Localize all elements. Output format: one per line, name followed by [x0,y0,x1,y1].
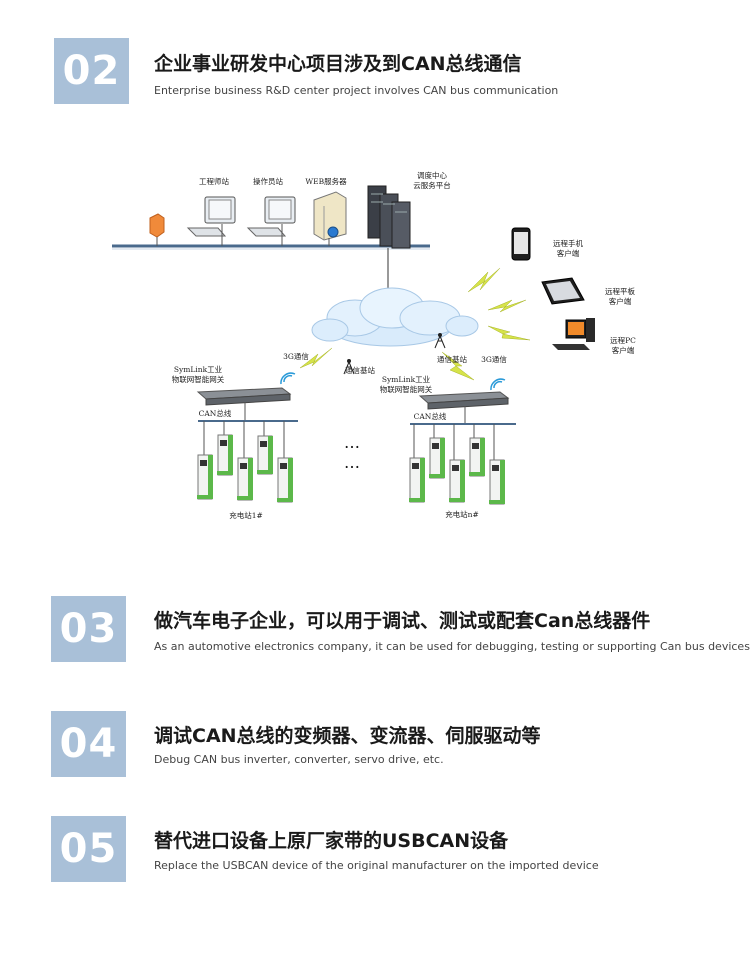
charging-pile-icon [277,457,293,503]
section-subtitle: Debug CAN bus inverter, converter, servo… [154,753,444,766]
charging-pile-icon [409,457,425,503]
operator-workstation-icon [246,196,296,246]
section-title: 做汽车电子企业，可以用于调试、测试或配套Can总线器件 [154,610,651,632]
charging-pile-icon [469,437,485,477]
gateway-left-label-2: 物联网智能网关 [172,374,225,384]
charging-pile-icon [429,437,445,479]
web-server-label: WEB服务器 [305,176,347,186]
section-title: 调试CAN总线的变频器、变流器、伺服驱动等 [154,725,541,747]
cloud-icon [311,287,479,347]
section-subtitle: As an automotive electronics company, it… [154,640,750,653]
charging-piles-left [197,421,293,503]
charging-piles-right [409,424,505,505]
phone-client-label: 客户端 [557,248,580,258]
remote-phone-label: 远程手机 [553,238,583,248]
charging-pile-icon [449,459,465,503]
section-title: 替代进口设备上原厂家带的USBCAN设备 [154,830,509,852]
mobile-phone-icon [511,227,531,261]
gateway-right-label-2: 物联网智能网关 [380,384,433,394]
gateway-left-icon [196,387,292,406]
wifi-icon [280,372,296,385]
base-station-tower-icon [343,333,446,375]
tablet-icon [541,277,585,305]
web-server-icon [313,191,347,246]
section-subtitle: Replace the USBCAN device of the origina… [154,859,599,872]
g3-right-label: 3G通信 [481,354,507,364]
g3-left-label: 3G通信 [283,351,309,361]
charging-station-1-label: 充电站1# [229,510,263,520]
charging-pile-icon [217,434,233,476]
server-rack-icon [367,185,411,249]
base-station-left-label: 通信基站 [345,365,375,375]
section-number-badge: 03 [51,596,126,662]
section-title: 企业事业研发中心项目涉及到CAN总线通信 [154,53,522,75]
section-subtitle: Enterprise business R&D center project i… [154,84,559,97]
gateway-right-icon [418,391,510,410]
gateway-right-label-1: SymLink工业 [382,374,431,384]
lightning-icon [299,267,531,381]
remote-pc-label: 远程PC [610,336,636,345]
remote-tablet-label: 远程平板 [605,286,635,296]
pc-client-label: 客户端 [612,345,635,355]
wifi-icon [490,378,506,391]
charging-pile-icon [197,454,213,500]
section-number-badge: 05 [51,816,126,882]
operator-station-label: 操作员站 [253,176,283,186]
dispatch-center-label: 调度中心 [417,170,447,180]
charging-pile-icon [489,459,505,505]
charging-station-n-label: 充电站n# [445,509,479,519]
engineer-workstation-icon [186,196,236,246]
can-bus-right-label: CAN总线 [414,411,447,421]
section-number-badge: 04 [51,711,126,777]
ellipsis-top: … [344,433,360,452]
base-station-right-label: 通信基站 [437,354,467,364]
charging-pile-icon [237,457,253,501]
can-bus-left-label: CAN总线 [199,408,232,418]
can-network-diagram: 工程师站 操作员站 WEB服务器 调度中心 云服务平台 [112,170,636,520]
engineer-station-label: 工程师站 [199,176,229,186]
firewall-icon [149,213,165,246]
cloud-platform-label: 云服务平台 [413,180,451,190]
ellipsis-bottom: … [344,453,360,472]
tablet-client-label: 客户端 [609,296,632,306]
section-number-badge: 02 [54,38,129,104]
remote-pc-icon [552,318,595,350]
charging-pile-icon [257,435,273,475]
gateway-left-label-1: SymLink工业 [174,364,223,374]
